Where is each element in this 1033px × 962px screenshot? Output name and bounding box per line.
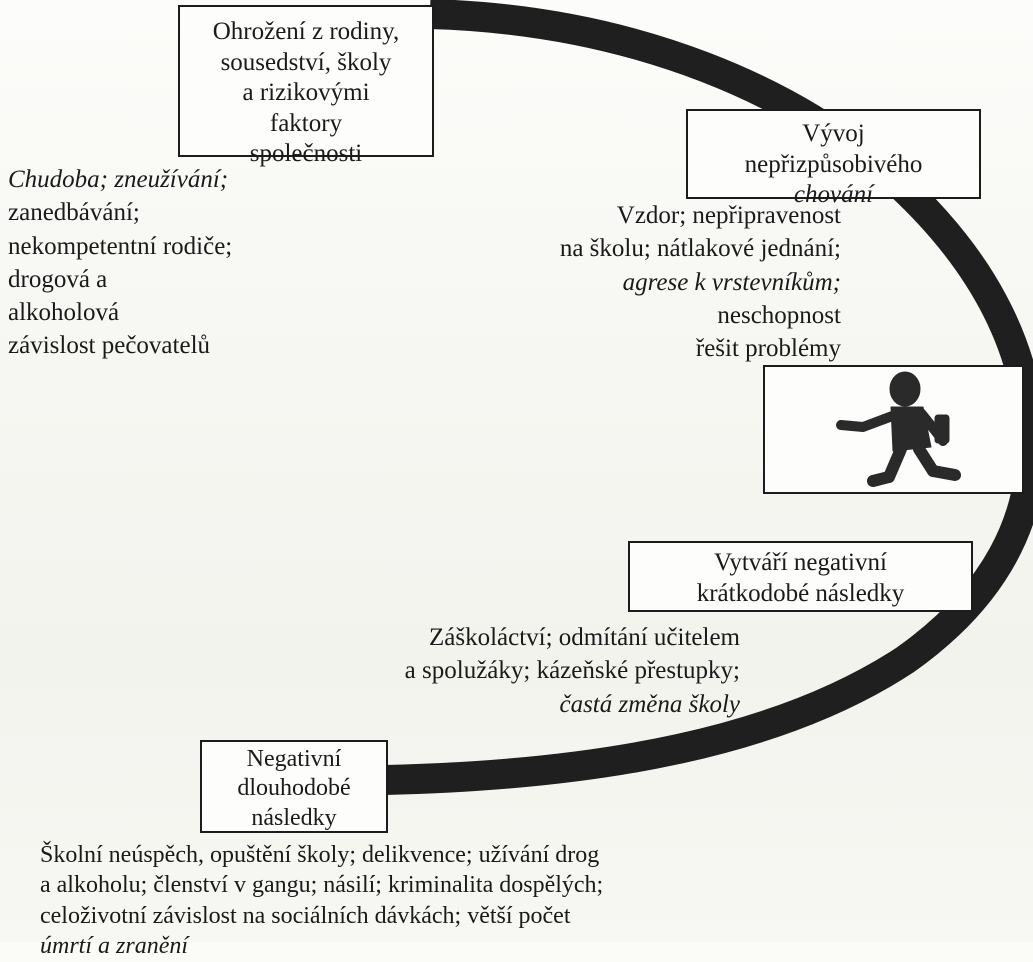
threats-example-1: Chudoba; zneužívání; [8, 166, 229, 193]
short-term-examples: Záškoláctví; odmítání učitelem a spolužá… [405, 621, 740, 721]
behavior-examples: Vzdor; nepřipravenost na školu; nátlakov… [560, 199, 841, 365]
cycle-arc [384, 0, 1033, 795]
long-term-example-2: a alkoholu; členství v gangu; násilí; kr… [40, 872, 604, 899]
box-threats-line-5: společnosti [249, 140, 363, 167]
threats-example-6: závislost pečovatelů [8, 332, 211, 360]
box-threats-line-1: Ohrožení z rodiny, [212, 18, 400, 45]
box-threats-line-2: sousedství, školy [220, 48, 392, 76]
short-term-example-1: Záškoláctví; odmítání učitelem [428, 624, 740, 651]
long-term-example-4: úmrtí a zranění [40, 933, 189, 960]
long-term-example-3: celoživotní závislost na sociálních dávk… [40, 902, 571, 929]
box-behavior: Vývoj nepřizpůsobivého chování [686, 109, 981, 208]
behavior-example-5: řešit problémy [695, 335, 841, 362]
behavior-example-2: na školu; nátlakové jednání; [559, 235, 841, 263]
box-short-term-line-2: krátkodobé následky [696, 579, 905, 607]
box-behavior-line-2: nepřizpůsobivého [744, 150, 923, 178]
box-behavior-line-3: chování [793, 181, 874, 208]
behavior-example-4: neschopnost [717, 301, 841, 329]
box-short-term: Vytváří negativní krátkodobé následky [628, 541, 973, 612]
threats-example-2: zanedbávání; [8, 199, 140, 227]
box-short-term-line-1: Vytváří negativní [714, 549, 887, 576]
short-term-example-2: a spolužáky; kázeňské přestupky; [404, 657, 740, 685]
box-long-term: Negativní dlouhodobé následky [200, 740, 388, 833]
box-behavior-line-1: Vývoj [802, 120, 865, 147]
box-long-term-line-3: následky [251, 804, 337, 831]
threats-examples: Chudoba; zneužívání; zanedbávání; nekomp… [8, 163, 232, 363]
short-term-example-3: častá změna školy [559, 690, 740, 718]
threats-example-3: nekompetentní rodiče; [8, 232, 233, 260]
long-term-example-1: Školní neúspěch, opuštění školy; delikve… [40, 842, 600, 868]
threats-example-4: drogová a [8, 265, 108, 293]
box-long-term-line-1: Negativní [246, 746, 342, 772]
box-long-term-line-2: dlouhodobé [237, 775, 351, 802]
walking-child-icon [836, 371, 961, 487]
box-threats: Ohrožení z rodiny, sousedství, školy a r… [178, 5, 434, 167]
behavior-example-1: Vzdor; nepřipravenost [616, 202, 841, 229]
box-threats-line-4: faktory [269, 109, 343, 137]
behavior-example-3: agrese k vrstevníkům; [622, 268, 841, 296]
box-threats-line-3: a rizikovými [242, 79, 370, 106]
long-term-examples: Školní neúspěch, opuštění školy; delikve… [40, 840, 603, 962]
box-figure [763, 365, 1024, 494]
threats-example-5: alkoholová [8, 299, 120, 326]
